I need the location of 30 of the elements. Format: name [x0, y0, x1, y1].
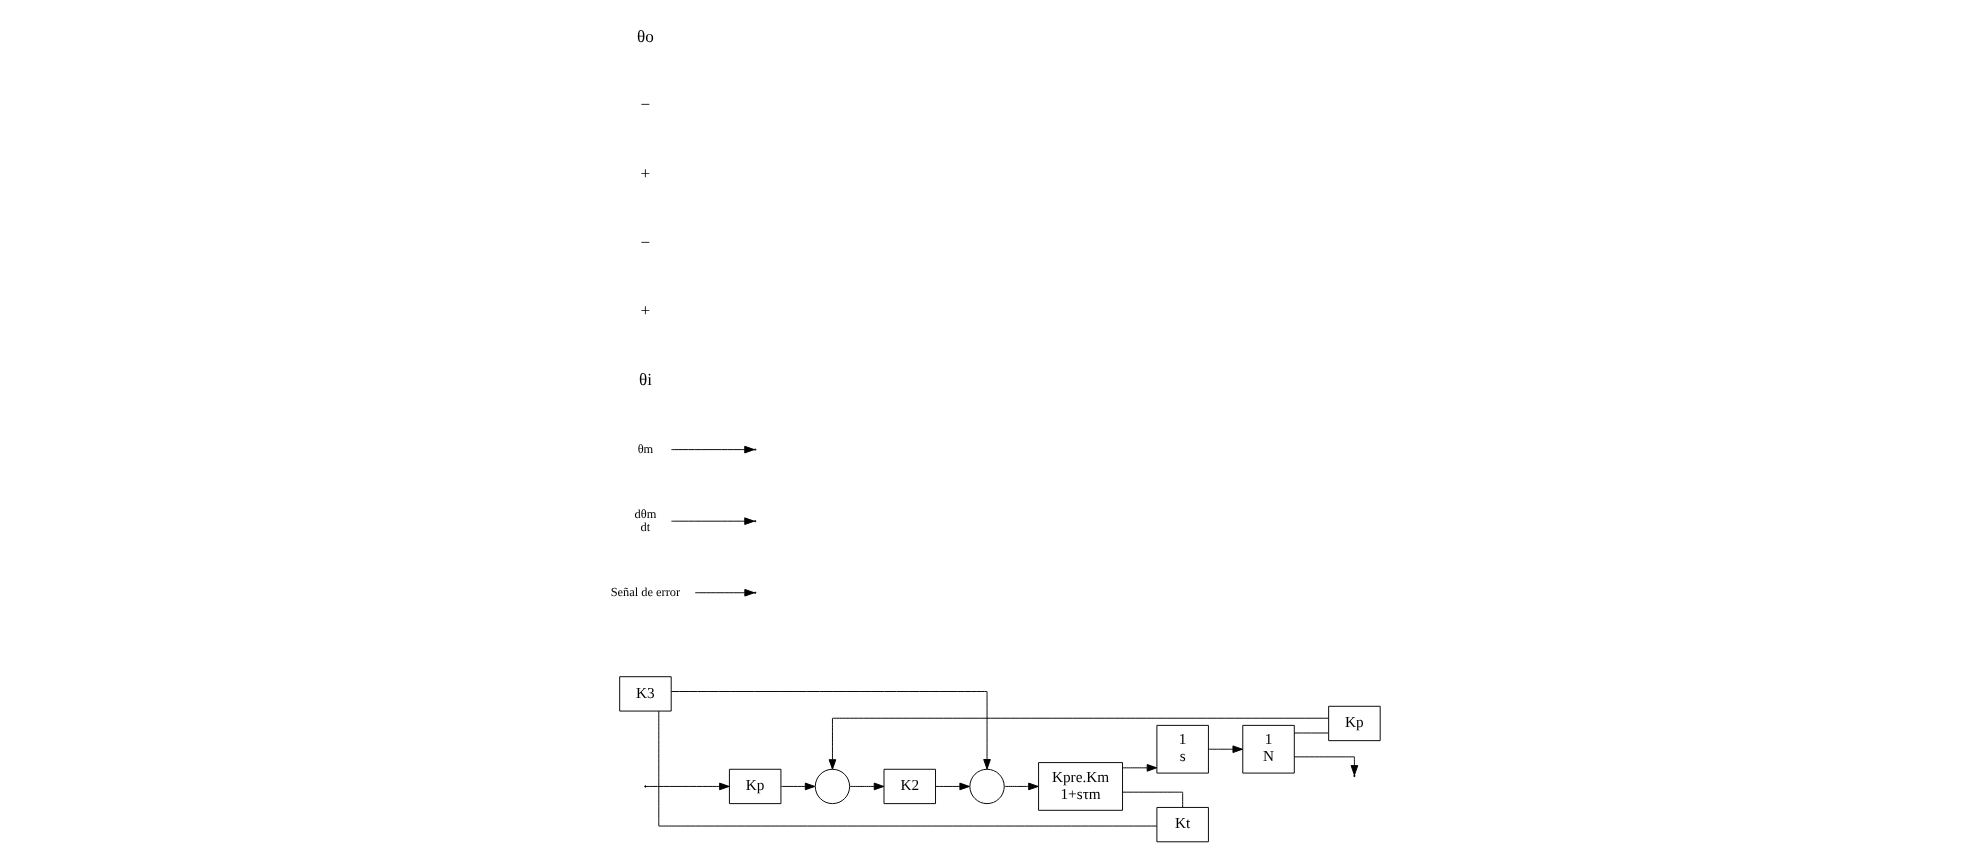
node-box: K3 — [618, 676, 671, 712]
node-box: Kp — [1327, 705, 1380, 742]
label: θo — [636, 25, 653, 46]
arrow — [848, 782, 884, 791]
label: θi — [637, 369, 651, 390]
connector — [657, 710, 1157, 827]
node-circle — [813, 768, 850, 805]
arrow — [827, 717, 1328, 770]
node-box: 1 s — [1155, 724, 1208, 774]
arrow — [779, 782, 815, 791]
node-box: K2 — [882, 768, 935, 805]
arrow — [644, 782, 729, 791]
arrow — [1292, 756, 1358, 776]
label: − — [639, 94, 650, 115]
label: − — [639, 231, 650, 252]
node-box: 1 N — [1241, 724, 1294, 774]
arrow — [1003, 782, 1038, 791]
label: + — [639, 162, 650, 183]
arrow — [934, 782, 969, 791]
connector — [1121, 791, 1183, 808]
arrow — [669, 691, 990, 770]
arrow — [669, 445, 754, 454]
label: + — [639, 300, 650, 321]
node-box: Kpre.Km 1+sτm — [1037, 762, 1122, 811]
arrow — [1206, 745, 1242, 754]
node-box: Kp — [727, 768, 781, 805]
node-box: Kt — [1155, 806, 1208, 843]
arrow — [1121, 764, 1157, 772]
node-circle — [968, 768, 1004, 805]
connector — [1292, 732, 1328, 734]
